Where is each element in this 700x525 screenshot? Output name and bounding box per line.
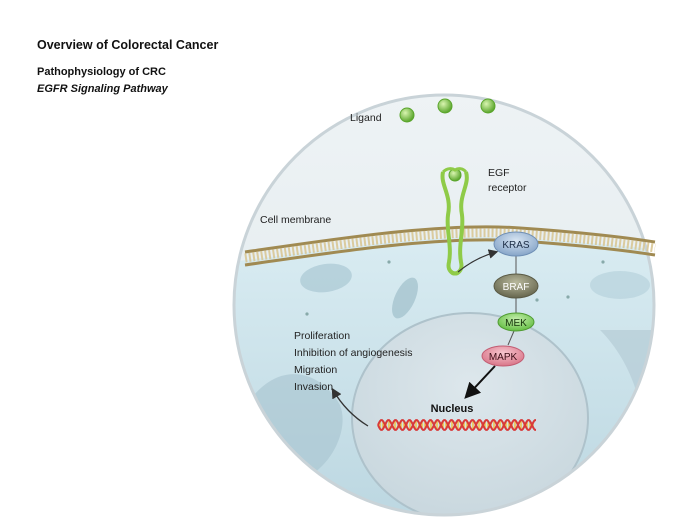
- braf-label: BRAF: [503, 282, 530, 293]
- outcome-invasion: Invasion: [294, 381, 333, 393]
- page-subtitle: Pathophysiology of CRC: [37, 66, 166, 78]
- dna-helix: [377, 419, 536, 431]
- mapk-label: MAPK: [489, 352, 518, 363]
- cell-circle-border: [232, 93, 656, 517]
- dna-strand: [377, 419, 536, 431]
- cell-view: [234, 95, 654, 515]
- ligand-molecule: [399, 107, 415, 123]
- ligand-label: Ligand: [350, 112, 382, 124]
- receptor-label-line1: EGF: [488, 167, 510, 179]
- mek-label: MEK: [505, 318, 527, 329]
- outcome-arrow: [331, 387, 369, 427]
- mapk-to-nucleus-arrow: [464, 365, 496, 399]
- mek-node: MEK: [497, 312, 535, 332]
- dna-strand: [377, 419, 536, 431]
- ligand-molecule: [437, 98, 453, 114]
- outcome-proliferation: Proliferation: [294, 330, 350, 342]
- section-title: EGFR Signaling Pathway: [37, 83, 168, 95]
- outcome-angiogenesis: Inhibition of angiogenesis: [294, 347, 413, 359]
- page-title: Overview of Colorectal Cancer: [37, 38, 219, 52]
- braf-node: BRAF: [493, 273, 539, 299]
- nucleus-label: Nucleus: [431, 403, 474, 415]
- membrane-label: Cell membrane: [260, 214, 331, 226]
- outcome-migration: Migration: [294, 364, 337, 376]
- ligand-group: [399, 98, 496, 123]
- receptor-label-line2: receptor: [488, 182, 527, 194]
- ligand-molecule: [480, 98, 496, 114]
- kras-node: KRAS: [493, 231, 539, 257]
- kras-label: KRAS: [502, 240, 530, 251]
- egf-receptor: [440, 167, 499, 276]
- mapk-node: MAPK: [481, 345, 525, 367]
